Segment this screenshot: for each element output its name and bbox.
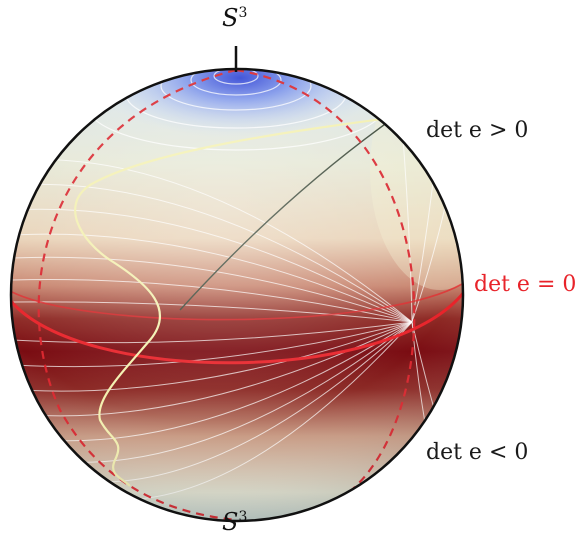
top-label: S3 — [222, 4, 248, 32]
det-zero-label: det e = 0 — [474, 272, 576, 297]
sphere-outline — [9, 67, 465, 523]
bottom-label: S3 — [222, 508, 248, 536]
det-positive-label: det e > 0 — [426, 118, 529, 143]
det-negative-label: det e < 0 — [426, 440, 529, 465]
